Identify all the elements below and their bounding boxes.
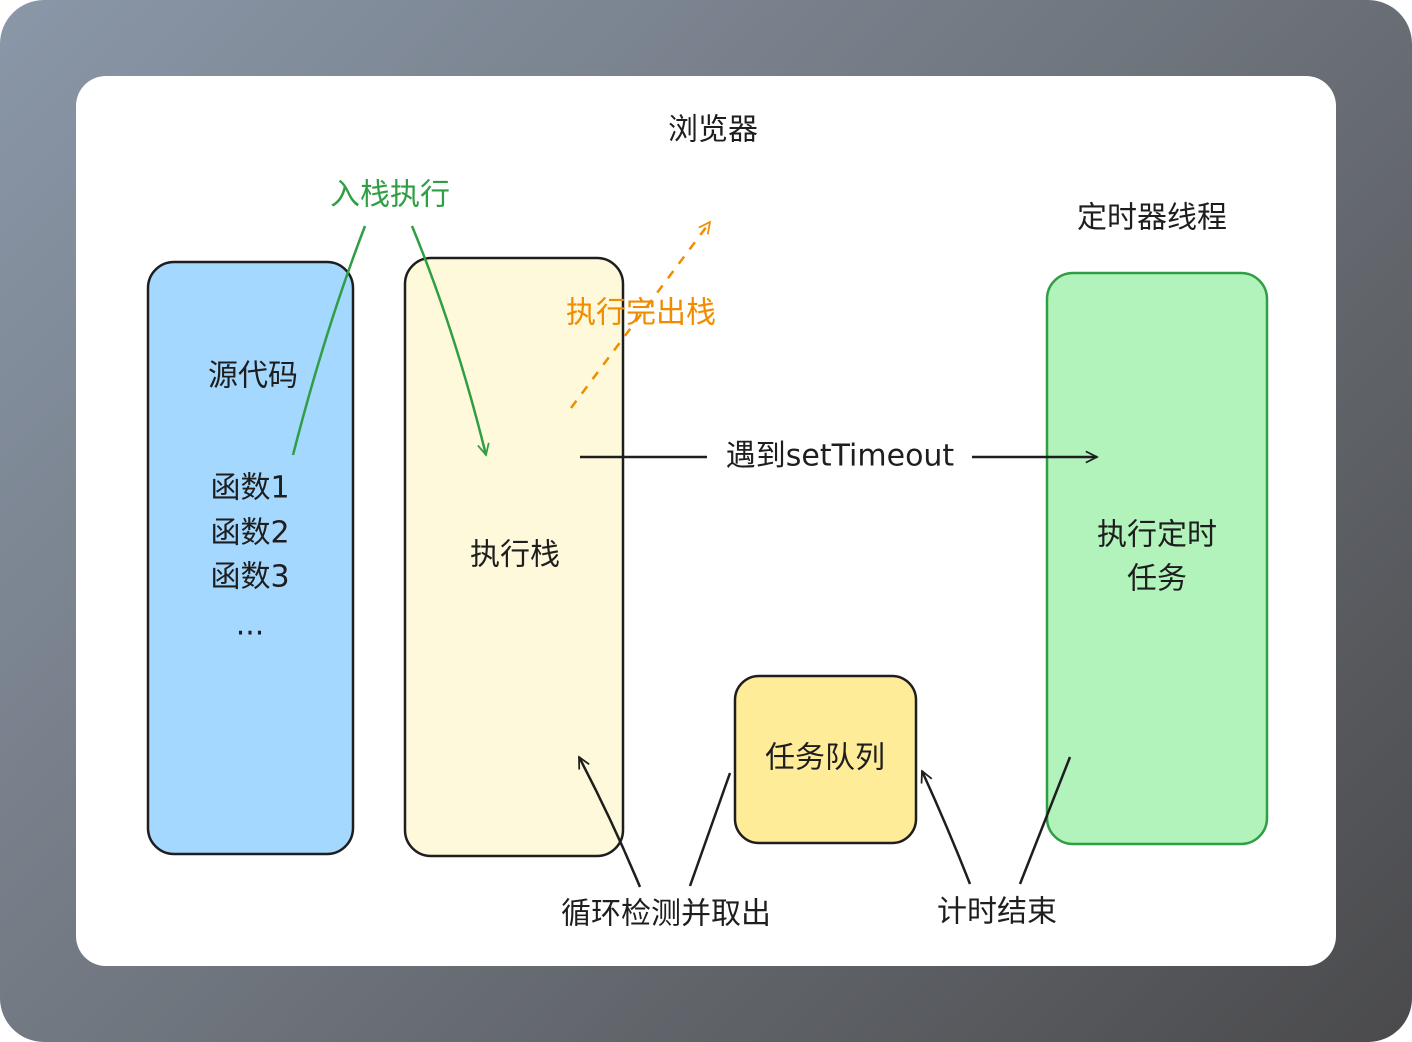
timer-done-line xyxy=(1018,756,1072,885)
function-3-label: 函数3 xyxy=(210,560,289,595)
push-label: 入栈执行 xyxy=(330,178,450,213)
loop-line xyxy=(688,772,732,887)
task-queue-box[interactable] xyxy=(733,674,918,845)
function-1-label: 函数1 xyxy=(210,471,289,506)
push-arrow xyxy=(410,225,486,455)
function-2-label: 函数2 xyxy=(210,516,289,551)
settimeout-label: 遇到setTimeout xyxy=(726,439,955,474)
pop-arrow xyxy=(569,222,710,409)
pop-label: 执行完出栈 xyxy=(566,296,716,331)
ellipsis-label: ... xyxy=(236,608,265,643)
task-queue-label: 任务队列 xyxy=(765,741,885,776)
execution-stack-label: 执行栈 xyxy=(470,538,560,573)
source-code-label: 源代码 xyxy=(208,359,298,394)
loop-arrow xyxy=(577,757,642,888)
timer-task-line-2: 任务 xyxy=(1127,562,1187,597)
timer-thread-title: 定时器线程 xyxy=(1077,201,1227,236)
timer-thread-box[interactable] xyxy=(1045,271,1269,846)
source-code-box[interactable] xyxy=(146,260,355,856)
timer-done-label: 计时结束 xyxy=(937,895,1057,930)
browser-title: 浏览器 xyxy=(668,113,758,148)
timer-task-line-1: 执行定时 xyxy=(1097,518,1217,553)
push-line xyxy=(291,225,367,456)
timer-done-arrow xyxy=(922,771,972,885)
loop-label: 循环检测并取出 xyxy=(561,897,771,932)
execution-stack-box[interactable] xyxy=(403,256,625,858)
